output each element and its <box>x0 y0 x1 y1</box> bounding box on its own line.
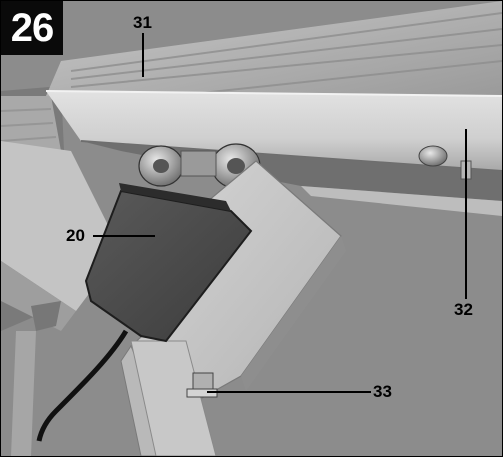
callout-32-label: 32 <box>454 300 473 319</box>
callout-31-label: 31 <box>133 13 152 32</box>
callout-20-leader <box>93 235 155 237</box>
callout-31-leader <box>142 33 144 77</box>
callout-33-leader <box>207 391 371 393</box>
callout-20-label: 20 <box>66 226 85 245</box>
callout-33-label: 33 <box>373 382 392 401</box>
figure-number-badge: 26 <box>1 1 63 55</box>
callout-32-leader <box>465 129 467 299</box>
